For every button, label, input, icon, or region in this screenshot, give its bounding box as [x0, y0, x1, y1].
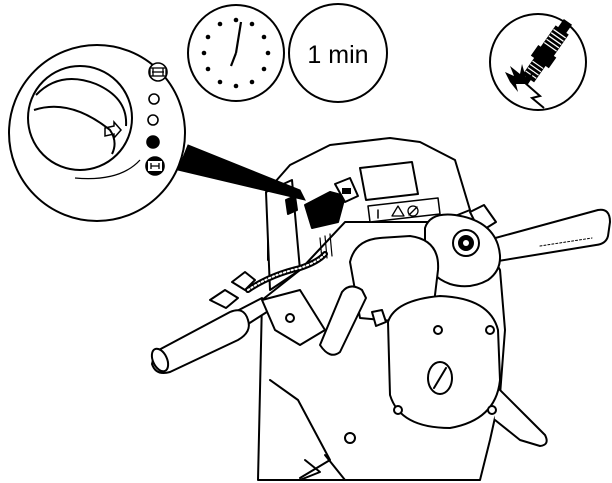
duration-label: 1 min	[307, 41, 368, 69]
position-marker-empty-1	[149, 94, 159, 104]
position-marker-empty-2	[148, 115, 158, 125]
display-window	[360, 162, 418, 200]
spark-plug-icon	[490, 14, 586, 110]
timer-indicator: 1 min	[188, 4, 387, 102]
position-marker-filled	[147, 136, 159, 148]
right-handle-grip	[488, 210, 610, 262]
machine-illustration	[149, 138, 610, 480]
cover-bolt	[394, 406, 402, 414]
